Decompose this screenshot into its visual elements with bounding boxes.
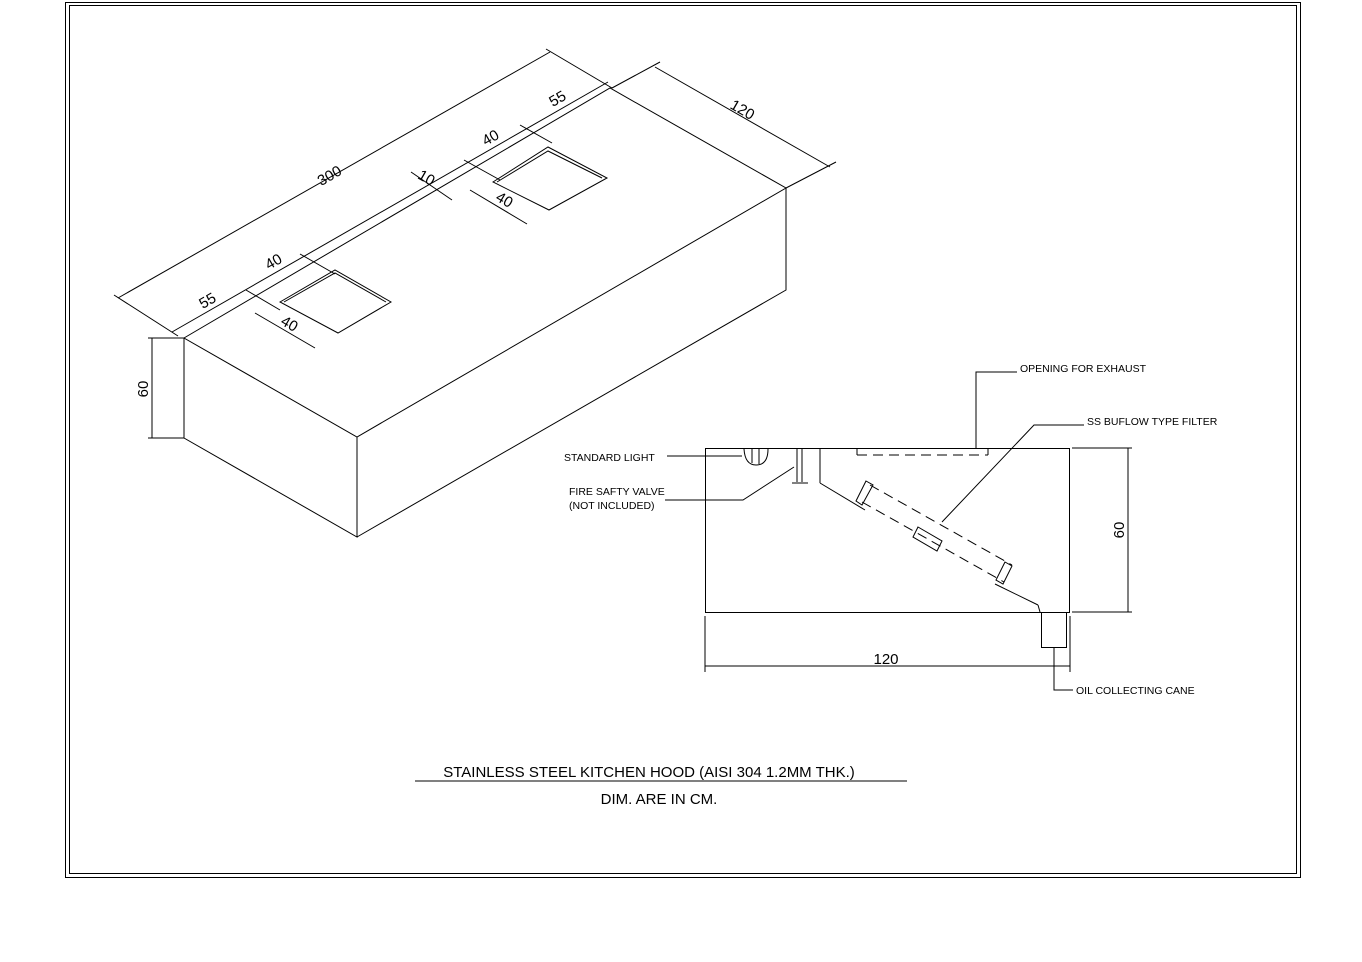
dim-line-gap bbox=[410, 171, 453, 201]
inner-border bbox=[69, 5, 1297, 874]
dim-length: 300 bbox=[315, 162, 345, 189]
dim-offset-left: 55 bbox=[196, 290, 219, 313]
dim-opening-1-width: 40 bbox=[278, 313, 301, 336]
label-valve-1: FIRE SAFTY VALVE bbox=[569, 486, 665, 498]
dim-width: 120 bbox=[727, 96, 757, 123]
extension-line bbox=[545, 48, 613, 89]
section-dim-width: 120 bbox=[873, 651, 898, 668]
extension-line bbox=[463, 159, 501, 181]
filter-line bbox=[861, 501, 1005, 583]
extension-line bbox=[519, 124, 553, 144]
isometric-view: 300 120 55 55 40 40 40 40 10 60 bbox=[113, 48, 837, 538]
section-dim-height: 60 bbox=[1111, 522, 1128, 539]
label-oil: OIL COLLECTING CANE bbox=[1076, 685, 1195, 697]
oil-collecting-cane bbox=[1041, 612, 1067, 648]
filter-bracket bbox=[855, 480, 874, 506]
extension-line bbox=[245, 289, 281, 311]
outer-border bbox=[65, 2, 1301, 878]
exhaust-opening-1-lip bbox=[283, 272, 387, 303]
label-filter: SS BUFLOW TYPE FILTER bbox=[1087, 416, 1218, 428]
label-light: STANDARD LIGHT bbox=[564, 452, 655, 464]
dim-opening-2-width: 40 bbox=[493, 189, 516, 212]
extension-line bbox=[113, 294, 179, 337]
dim-offset-right: 55 bbox=[546, 88, 569, 111]
dim-opening-1-length: 40 bbox=[262, 251, 285, 274]
dim-line-opening-1-width bbox=[254, 312, 316, 349]
leader-exhaust bbox=[975, 371, 1017, 448]
dim-line-width bbox=[654, 66, 831, 168]
leader-filter bbox=[941, 424, 1084, 523]
extension-line bbox=[785, 161, 837, 189]
dim-height: 60 bbox=[135, 381, 152, 398]
filter-handle bbox=[912, 526, 943, 552]
dim-opening-2-length: 40 bbox=[479, 127, 502, 150]
box-front-face bbox=[183, 338, 358, 538]
section-view: 60 120 OPENING FOR EXHAUST SS BUFLOW TYP… bbox=[564, 363, 1218, 697]
dim-line-length bbox=[117, 51, 551, 299]
drip-tray-line bbox=[1037, 604, 1041, 613]
filter-bracket bbox=[995, 561, 1013, 585]
exhaust-opening-2-lip bbox=[496, 150, 603, 183]
drawing-subtitle: DIM. ARE IN CM. bbox=[601, 791, 718, 808]
drawing-title: STAINLESS STEEL KITCHEN HOOD (AISI 304 1… bbox=[443, 764, 855, 781]
dim-line-offsets bbox=[171, 81, 609, 333]
extension-line bbox=[299, 253, 336, 275]
inner-baffle-line bbox=[819, 482, 866, 511]
leader-oil bbox=[1053, 648, 1073, 691]
exhaust-opening-2 bbox=[491, 146, 609, 211]
drip-tray-line bbox=[994, 583, 1039, 606]
dim-line-opening-2-width bbox=[469, 189, 528, 225]
standard-light-symbol bbox=[743, 448, 769, 466]
exhaust-opening-1 bbox=[278, 269, 392, 334]
extension-line bbox=[611, 61, 661, 89]
dim-gap: 10 bbox=[415, 167, 438, 190]
hood-section-outline bbox=[705, 448, 1070, 613]
label-exhaust: OPENING FOR EXHAUST bbox=[1020, 363, 1147, 375]
box-side-face bbox=[356, 188, 787, 538]
filter-line bbox=[869, 484, 1013, 566]
leader-valve bbox=[665, 466, 795, 501]
label-valve-2: (NOT INCLUDED) bbox=[569, 500, 655, 512]
